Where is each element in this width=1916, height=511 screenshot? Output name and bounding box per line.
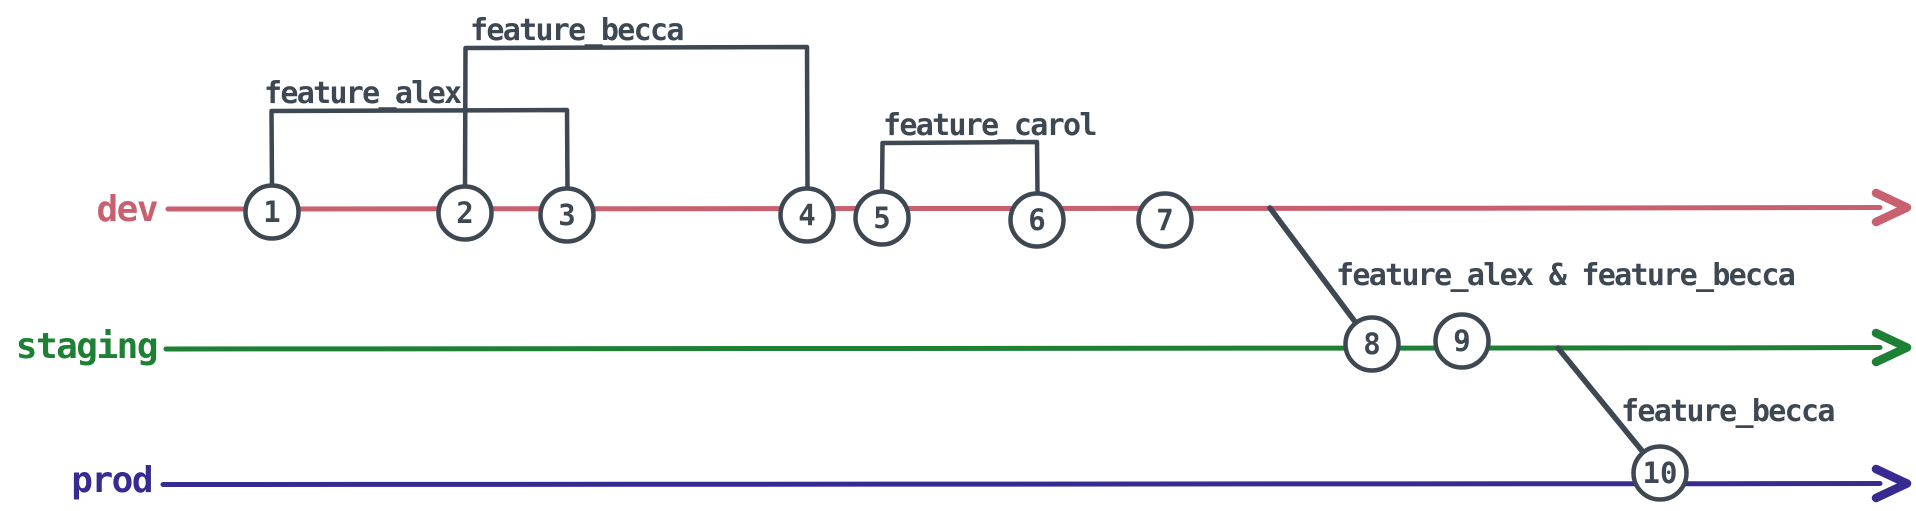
commit-circle-8 [1343,315,1401,373]
feature-bracket-alex: feature_alex [264,76,570,193]
branch-prod: prod [71,460,1912,503]
commit-node-2: 2 [436,184,494,242]
feature-carol-bracket-line [879,139,1040,197]
dev-branch-line [165,205,1883,212]
commit-node-4: 4 [778,186,836,244]
dev-branch-label: dev [96,189,157,230]
commit-node-5: 5 [853,189,911,247]
feature-bracket-becca: feature_becca [462,13,810,192]
commit-number-6: 6 [1028,203,1045,237]
commit-node-8: 8 [1343,315,1401,373]
commit-number-4: 4 [798,198,815,232]
feature-carol-label: feature_carol [883,108,1096,143]
merge-staging-to-prod: feature_becca [1555,345,1836,455]
commit-number-9: 9 [1453,324,1470,358]
commit-number-10: 10 [1643,456,1678,490]
commit-number-3: 3 [558,198,575,232]
commit-number-8: 8 [1363,327,1380,361]
branch-dev: dev [96,188,1912,230]
prod-branch-line [160,481,1883,487]
feature-becca-bracket-line [462,44,810,192]
branch-staging: staging [16,326,1912,367]
commit-node-7: 7 [1136,191,1194,249]
commit-node-3: 3 [538,186,596,244]
commit-circle-6 [1008,191,1066,249]
commit-circle-5 [853,189,911,247]
commit-number-7: 7 [1156,203,1173,237]
feature-alex-bracket-line [269,107,570,193]
merge-edge-dev-staging [1267,205,1359,326]
commit-circle-9 [1433,312,1491,370]
dev-arrowhead-icon [1871,188,1912,227]
commit-node-1: 1 [243,183,301,241]
feature-alex-label: feature_alex [264,76,462,111]
merge-label-alex-and-becca: feature_alex & feature_becca [1336,258,1795,293]
staging-branch-line [163,345,1883,352]
commit-circle-10 [1631,444,1689,502]
feature-bracket-carol: feature_carol [879,108,1098,197]
commit-circle-1 [243,183,301,241]
staging-branch-label: staging [16,326,157,367]
commit-circle-3 [538,186,596,244]
commit-number-1: 1 [263,195,280,229]
prod-branch-label: prod [71,460,152,501]
merge-edge-staging-prod [1555,345,1646,455]
prod-arrowhead-icon [1871,464,1912,503]
merge-dev-to-staging: feature_alex & feature_becca [1267,205,1796,326]
commit-number-5: 5 [873,201,890,235]
staging-arrowhead-icon [1871,328,1912,367]
commit-circle-4 [778,186,836,244]
merge-label-becca: feature_becca [1621,394,1834,429]
commit-circle-7 [1136,191,1194,249]
feature-becca-label: feature_becca [470,13,683,48]
commit-circle-2 [436,184,494,242]
commit-node-10: 10 [1631,444,1689,502]
commit-node-6: 6 [1008,191,1066,249]
commit-number-2: 2 [456,196,473,230]
commit-node-9: 9 [1433,312,1491,370]
